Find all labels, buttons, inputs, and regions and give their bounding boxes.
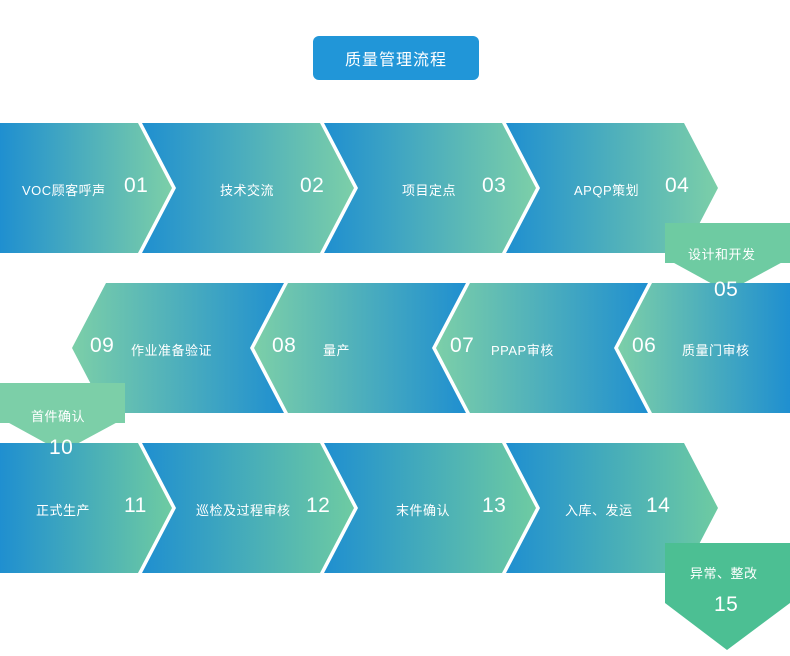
step-14-label: 入库、发运: [565, 503, 633, 518]
flow-row-3: [0, 443, 718, 573]
step-04-label: APQP策划: [574, 183, 640, 198]
step-09-number: 09: [90, 334, 115, 357]
step-07-number: 07: [450, 334, 475, 357]
step-15-label: 异常、整改: [690, 566, 758, 581]
step-06-label: 质量门审核: [682, 343, 750, 358]
step-12-label: 巡检及过程审核: [196, 503, 291, 518]
step-11-number: 11: [124, 494, 147, 517]
step-12-number: 12: [306, 494, 331, 517]
step-07-label: PPAP审核: [491, 343, 554, 358]
step-09-label: 作业准备验证: [131, 343, 213, 358]
step-02-number: 02: [300, 174, 325, 197]
step-05-label: 设计和开发: [688, 247, 756, 262]
flow-step-15-shape: [665, 543, 790, 650]
step-13-number: 13: [482, 494, 507, 517]
step-05-number: 05: [714, 278, 739, 301]
step-10-label: 首件确认: [31, 409, 86, 424]
step-15-number: 15: [714, 593, 739, 616]
step-04-number: 04: [665, 174, 690, 197]
page-title: 质量管理流程: [313, 36, 479, 80]
step-10-number: 10: [49, 436, 74, 459]
step-06-number: 06: [632, 334, 657, 357]
step-08-label: 量产: [323, 343, 351, 358]
step-11-label: 正式生产: [36, 503, 91, 518]
step-01-number: 01: [124, 174, 149, 197]
step-02-label: 技术交流: [220, 183, 275, 198]
page-title-text: 质量管理流程: [344, 52, 447, 69]
step-13-label: 末件确认: [396, 503, 451, 518]
step-03-label: 项目定点: [402, 183, 457, 198]
step-08-number: 08: [272, 334, 297, 357]
step-01-label: VOC顾客呼声: [22, 183, 106, 198]
flow-row-1: [0, 123, 718, 253]
flow-row-2: [72, 283, 790, 413]
step-14-number: 14: [646, 494, 671, 517]
flow-step-05-shape: [665, 223, 790, 292]
step-03-number: 03: [482, 174, 507, 197]
flow-step-10-shape: [0, 383, 125, 452]
